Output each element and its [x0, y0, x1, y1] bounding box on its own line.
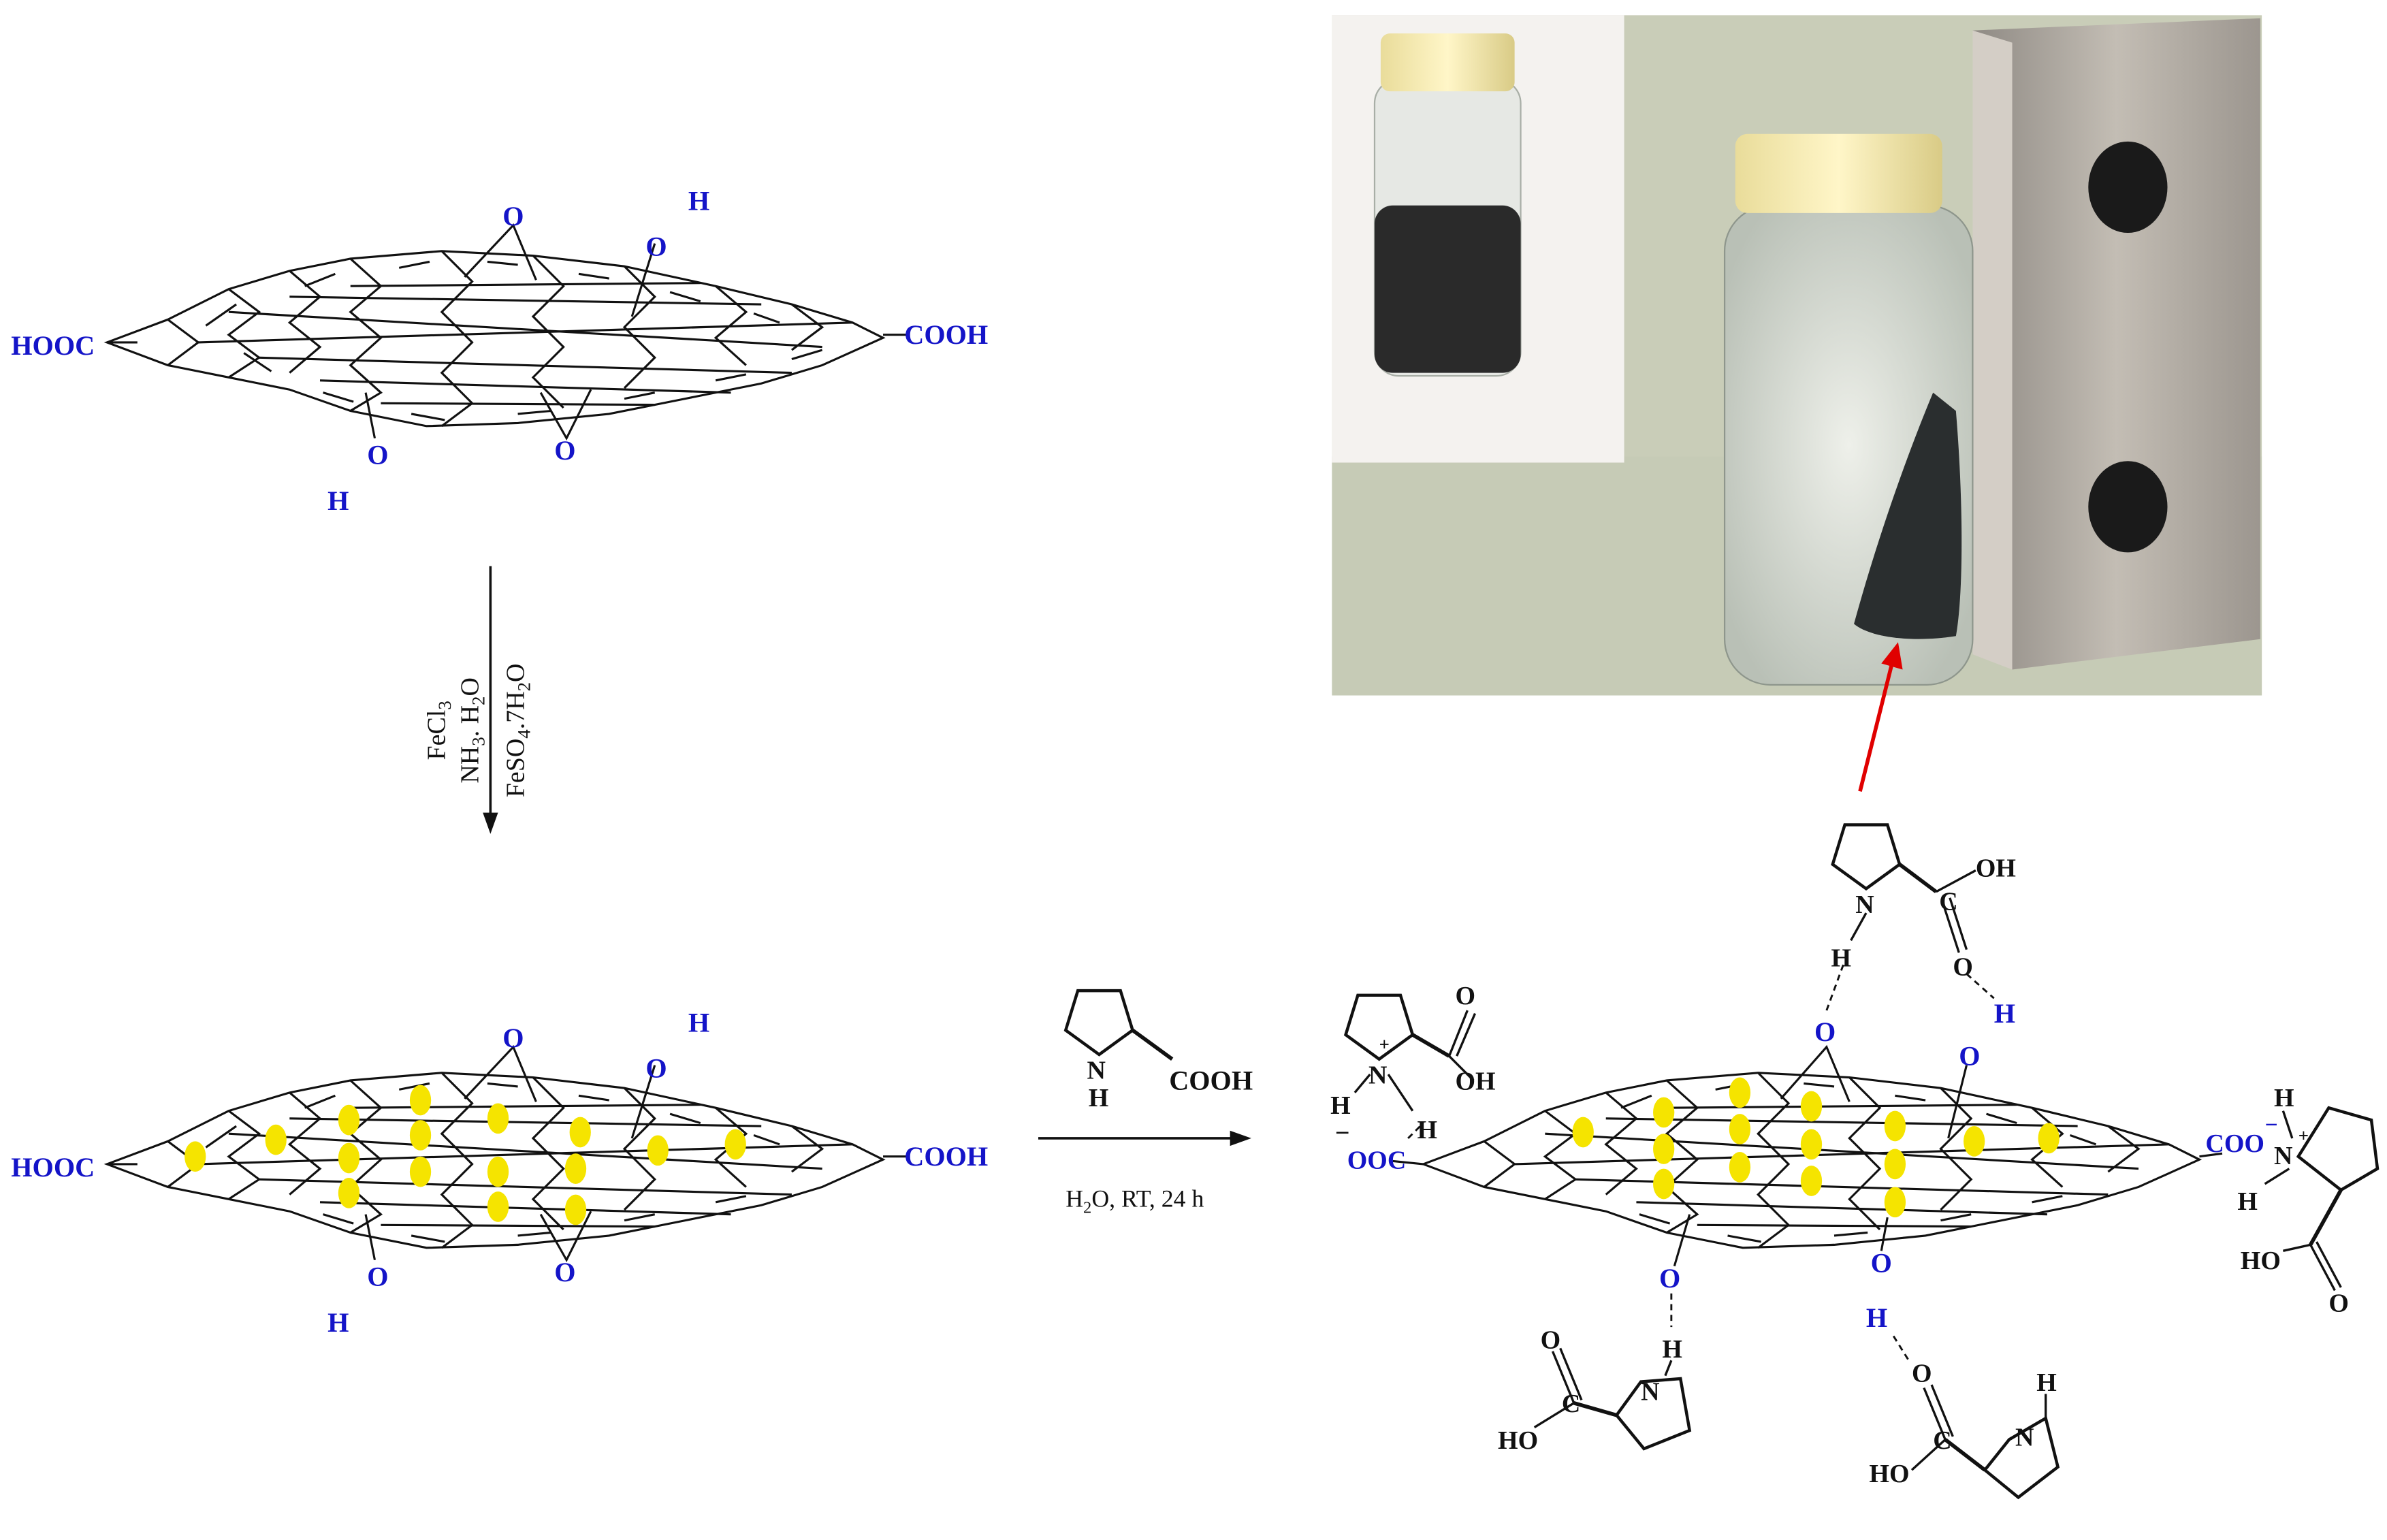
- svg-text:+: +: [1379, 1033, 1390, 1054]
- svg-text:C: C: [1933, 1426, 1951, 1455]
- proline-cooh: COOH: [1169, 1065, 1253, 1095]
- svg-text:N: N: [2274, 1142, 2292, 1170]
- go-hydroxyl-h-bottom: H: [327, 485, 349, 516]
- svg-text:C: C: [1939, 888, 1957, 916]
- svg-text:H: H: [2237, 1187, 2258, 1216]
- product-epoxide-o-bottom: O: [1659, 1263, 1680, 1294]
- mgo-cooh-right: COOH: [904, 1141, 988, 1172]
- step2-arrow: H2O, RT, 24 h: [1038, 1130, 1251, 1217]
- go-cooh-right: COOH: [904, 319, 988, 350]
- step2-proline-reagent: N H COOH: [1066, 991, 1253, 1112]
- svg-text:H: H: [2274, 1084, 2294, 1112]
- svg-text:OH: OH: [1455, 1067, 1495, 1095]
- svg-text:O: O: [2328, 1289, 2349, 1318]
- step2-conditions: H2O, RT, 24 h: [1066, 1185, 1204, 1217]
- step1-arrow: FeCl3 NH3. H2O FeSO4.7H2O: [422, 566, 534, 834]
- svg-text:H: H: [1831, 944, 1852, 972]
- svg-text:FeSO4.7H2O: FeSO4.7H2O: [502, 664, 534, 798]
- product-hydroxyl-o-top: O: [1959, 1041, 1980, 1072]
- product-coo-right: COO: [2205, 1129, 2264, 1158]
- svg-text:HO: HO: [2241, 1247, 2281, 1275]
- svg-text:N: N: [2015, 1423, 2034, 1451]
- product-hydroxyl-h-bottom: H: [1866, 1302, 1887, 1333]
- go-hydroxyl-h-top: H: [688, 185, 709, 216]
- hydrogen-bonds: [1407, 964, 1995, 1362]
- mgo-cooh-left: HOOC: [11, 1152, 95, 1183]
- vial-separated: [1723, 133, 1974, 686]
- svg-text:H: H: [1330, 1091, 1351, 1120]
- svg-text:N: N: [1368, 1061, 1387, 1089]
- svg-text:N: N: [1641, 1377, 1659, 1406]
- mgo-epoxide-o-bottom: O: [554, 1257, 575, 1287]
- svg-text:C: C: [1562, 1390, 1580, 1418]
- fe3o4-nanoparticles: [185, 1085, 746, 1225]
- svg-text:H: H: [1662, 1335, 1682, 1364]
- proline-bottom-right: N H C O HO: [1869, 1360, 2060, 1500]
- mgo-hydroxyl-o-bottom: O: [367, 1262, 388, 1292]
- magnetic-go-lattice: [103, 1044, 908, 1263]
- proline-h: H: [1089, 1084, 1109, 1112]
- magnet-arrow: [1858, 642, 1903, 792]
- step1-reagents: FeCl3 NH3. H2O FeSO4.7H2O: [422, 664, 534, 798]
- product-epoxide-o: O: [1814, 1016, 1836, 1047]
- go-hydroxyl-o-top: O: [645, 231, 667, 262]
- product-nanoparticles: [1572, 1077, 2060, 1218]
- magnetic-go-sheet: HOOC COOH O O H O H O: [11, 1007, 988, 1337]
- go-cooh-left: HOOC: [11, 330, 95, 361]
- svg-text:H: H: [2036, 1368, 2057, 1397]
- go-epoxide-o-top: O: [502, 201, 524, 231]
- product-coo-minus: −: [2265, 1112, 2278, 1138]
- go-hydroxyl-o-bottom: O: [367, 440, 388, 470]
- svg-text:O: O: [1912, 1360, 1932, 1388]
- proline-right: N + H H HO O: [2237, 1084, 2380, 1318]
- proline-bottom-left: N H C O HO: [1498, 1326, 1692, 1455]
- mgo-epoxide-o-top: O: [502, 1023, 524, 1053]
- svg-text:H: H: [1417, 1116, 1438, 1144]
- proline-top: N H C OH O: [1831, 824, 2016, 982]
- svg-text:HO: HO: [1498, 1426, 1538, 1455]
- product-hydroxyl-o-bottom: O: [1871, 1248, 1892, 1279]
- proline-n: N: [1087, 1057, 1106, 1085]
- svg-text:O: O: [1455, 982, 1475, 1010]
- go-lattice: [103, 223, 908, 441]
- proline-left: N + H − H O OH: [1330, 982, 1495, 1147]
- product-hydroxyl-h-top: H: [1994, 998, 2015, 1029]
- inset-dispersion: [1332, 15, 1624, 463]
- svg-text:N: N: [1855, 891, 1874, 919]
- photo-magnetic-separation: [1332, 15, 2262, 696]
- mgo-hydroxyl-h-bottom: H: [327, 1307, 349, 1338]
- svg-text:OH: OH: [1976, 854, 2016, 882]
- svg-text:O: O: [1541, 1326, 1561, 1354]
- svg-text:+: +: [2298, 1125, 2309, 1145]
- go-sheet-start: HOOC COOH O O H O H O: [11, 185, 988, 515]
- mgo-hydroxyl-o-top: O: [645, 1053, 667, 1084]
- svg-text:−: −: [1335, 1119, 1350, 1147]
- product-sheet: OOC COO − O O H O O H: [1347, 998, 2278, 1333]
- svg-text:FeCl3: FeCl3: [422, 701, 455, 760]
- go-epoxide-o-bottom: O: [554, 435, 575, 466]
- mgo-hydroxyl-h-top: H: [688, 1007, 709, 1038]
- product-lattice: [1392, 1044, 2223, 1267]
- svg-text:NH3. H2O: NH3. H2O: [455, 677, 488, 784]
- svg-text:HO: HO: [1869, 1460, 1909, 1488]
- product-ooc-left: OOC: [1347, 1146, 1407, 1175]
- magnet-block: [1972, 18, 2260, 670]
- svg-text:O: O: [1953, 953, 1973, 982]
